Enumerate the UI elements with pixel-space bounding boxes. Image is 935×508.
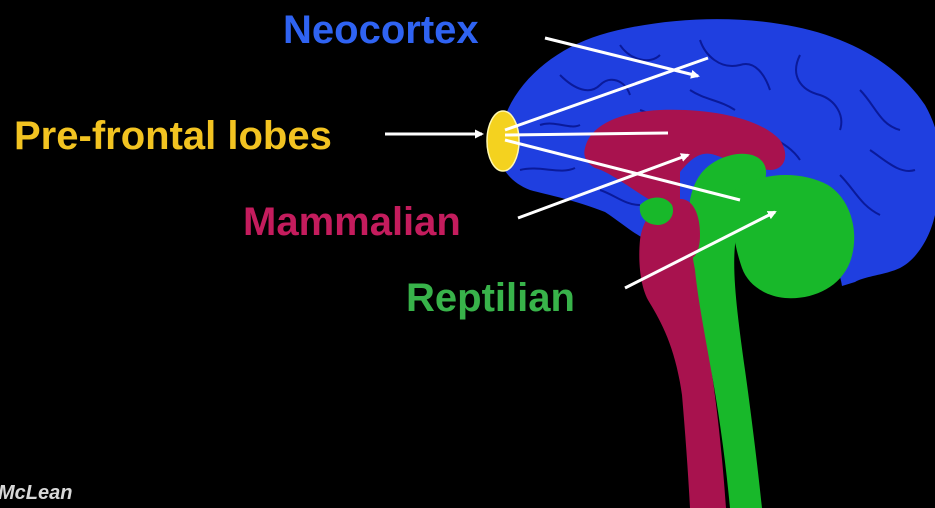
reptilian-cerebellum [732, 175, 854, 298]
mammalian-label: Mammalian [243, 202, 461, 242]
reptilian-label: Reptilian [406, 278, 575, 318]
author-credit: McLean [0, 482, 72, 505]
prefrontal-label: Pre-frontal lobes [14, 116, 332, 156]
neocortex-label: Neocortex [283, 10, 479, 50]
prefrontal-to-mammalian-arrow [505, 133, 668, 135]
